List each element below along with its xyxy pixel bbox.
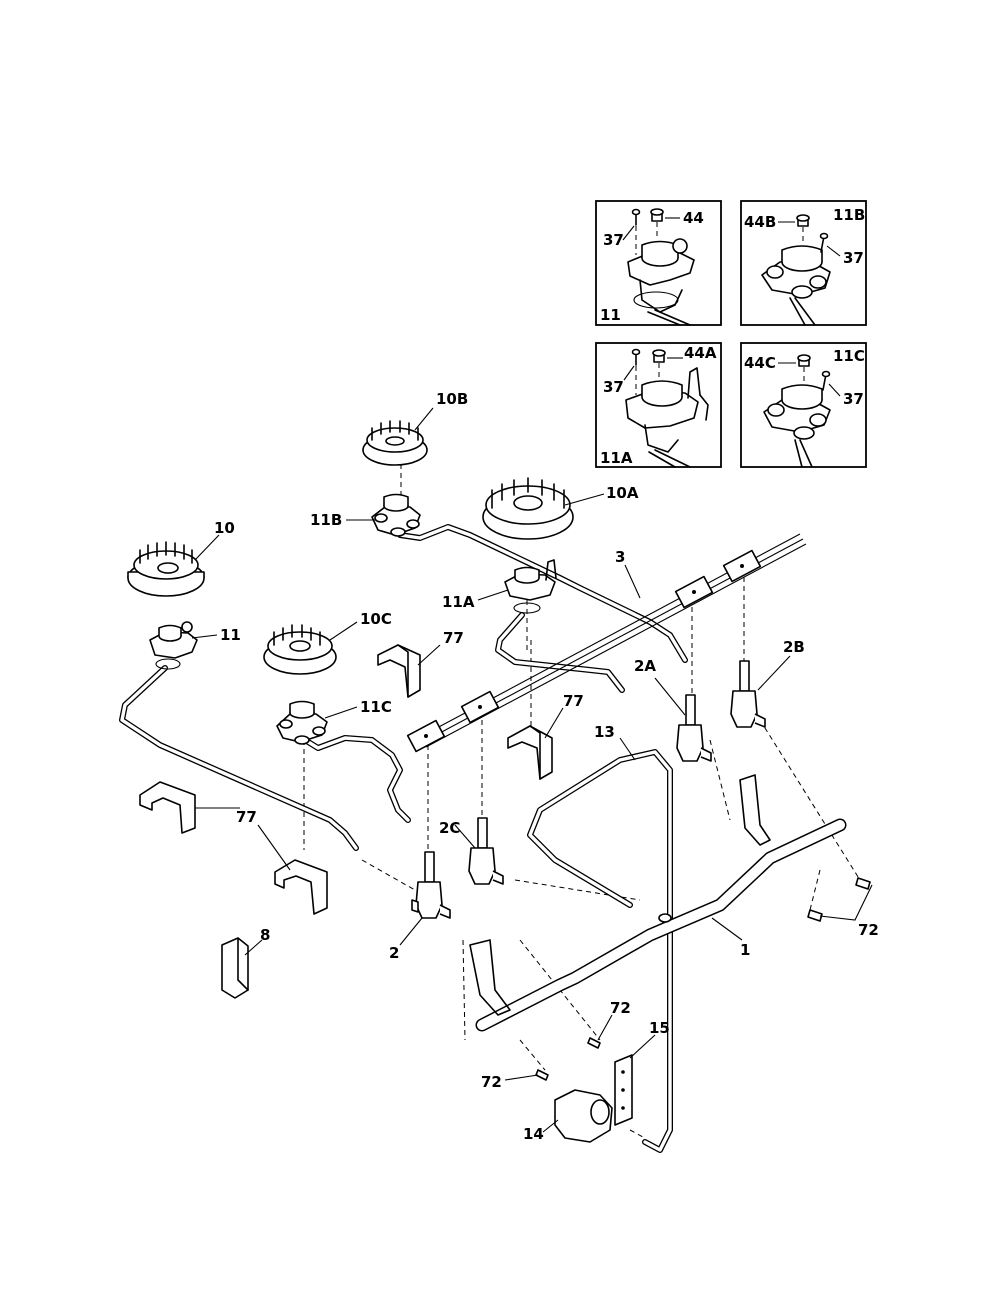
callout-13: 13 — [594, 723, 615, 741]
callout-14: 14 — [523, 1125, 544, 1143]
screw-37-icon — [819, 232, 829, 253]
callout-11: 11 — [220, 626, 241, 644]
burner-valve-11C-drawing — [276, 700, 328, 745]
inset-11-title: 11 — [600, 306, 621, 324]
callout-1: 1 — [740, 941, 750, 959]
bracket-77-upper-drawing — [377, 644, 421, 698]
callout-77-lower: 77 — [236, 808, 257, 826]
manifold-1-drawing — [469, 774, 847, 1032]
burner-valve-11B-drawing — [371, 493, 421, 537]
callout-10C: 10C — [360, 610, 392, 628]
burner-head-10A-drawing — [482, 477, 574, 540]
bracket-77-left-drawing — [139, 781, 196, 834]
callout-2C: 2C — [439, 819, 460, 837]
inset-11B: 44B 11B 37 — [740, 200, 867, 326]
bracket-77-lower-drawing — [274, 859, 328, 915]
callout-3: 3 — [615, 548, 625, 566]
callout-11B: 11B — [310, 511, 342, 529]
inset-11A: 44A 37 11A — [595, 342, 722, 468]
alignment-lines — [303, 455, 861, 1138]
callout-2B: 2B — [783, 638, 805, 656]
supply-tube-13-drawing — [527, 749, 673, 1153]
label-37: 37 — [603, 231, 624, 249]
valve-head-11-drawing — [627, 238, 695, 326]
cap-44C-icon — [797, 354, 811, 367]
callout-2: 2 — [389, 944, 399, 962]
inset-11B-title: 11B — [833, 206, 865, 224]
control-valve-2C-drawing — [468, 817, 504, 885]
cap-44A-icon — [652, 349, 666, 363]
thermocouple-leads-3 — [406, 533, 807, 753]
valve-head-11C-drawing — [763, 384, 831, 468]
label-37: 37 — [843, 390, 864, 408]
control-valve-2A-drawing — [676, 694, 712, 762]
label-44B: 44B — [744, 213, 776, 231]
label-37: 37 — [603, 378, 624, 396]
screw-72-icon — [535, 877, 871, 1081]
inset-11: 44 37 11 — [595, 200, 722, 326]
leader-lines — [191, 407, 873, 1133]
bracket-77-middle-drawing — [507, 725, 553, 780]
bracket-15-drawing — [614, 1054, 633, 1126]
spark-module-8-drawing — [221, 937, 249, 999]
callout-15: 15 — [649, 1019, 670, 1037]
callout-72-center: 72 — [610, 999, 631, 1017]
callout-8: 8 — [260, 926, 270, 944]
callout-11C: 11C — [360, 698, 392, 716]
inset-11A-title: 11A — [600, 449, 633, 467]
callout-72-right: 72 — [858, 921, 879, 939]
burner-valve-11A-drawing — [504, 559, 557, 614]
callout-2A: 2A — [634, 657, 656, 675]
cap-44B-icon — [796, 214, 810, 227]
screw-37-icon — [631, 208, 641, 226]
screw-37-icon — [821, 370, 831, 391]
burner-head-10C-drawing — [263, 624, 337, 675]
valve-head-11B-drawing — [761, 245, 831, 326]
callout-77-upper: 77 — [443, 629, 464, 647]
screw-37-icon — [631, 348, 641, 366]
pressure-regulator-14-drawing — [554, 1089, 613, 1143]
cap-44-icon — [650, 208, 664, 222]
label-44C: 44C — [744, 354, 776, 372]
callout-10: 10 — [214, 519, 235, 537]
control-valve-2B-drawing — [730, 660, 766, 728]
gas-tubing — [119, 524, 688, 851]
inset-11C-title: 11C — [833, 347, 865, 365]
callout-77-middle: 77 — [563, 692, 584, 710]
callout-labels: 10 10B 10A 10C 11 11B 11A 11C 3 77 77 77… — [214, 390, 879, 1143]
burner-valve-11-drawing — [149, 621, 198, 670]
label-37: 37 — [843, 249, 864, 267]
valve-head-11A-drawing — [625, 367, 709, 468]
burner-head-10-drawing — [127, 541, 205, 597]
callout-10B: 10B — [436, 390, 468, 408]
control-valve-2-drawing — [411, 851, 451, 919]
burner-head-10B-drawing — [362, 420, 428, 466]
inset-11C: 44C 11C 37 — [740, 342, 867, 468]
label-44: 44 — [683, 209, 704, 227]
callout-72-left: 72 — [481, 1073, 502, 1091]
label-44A: 44A — [684, 344, 717, 362]
callout-10A: 10A — [606, 484, 639, 502]
callout-11A: 11A — [442, 593, 475, 611]
